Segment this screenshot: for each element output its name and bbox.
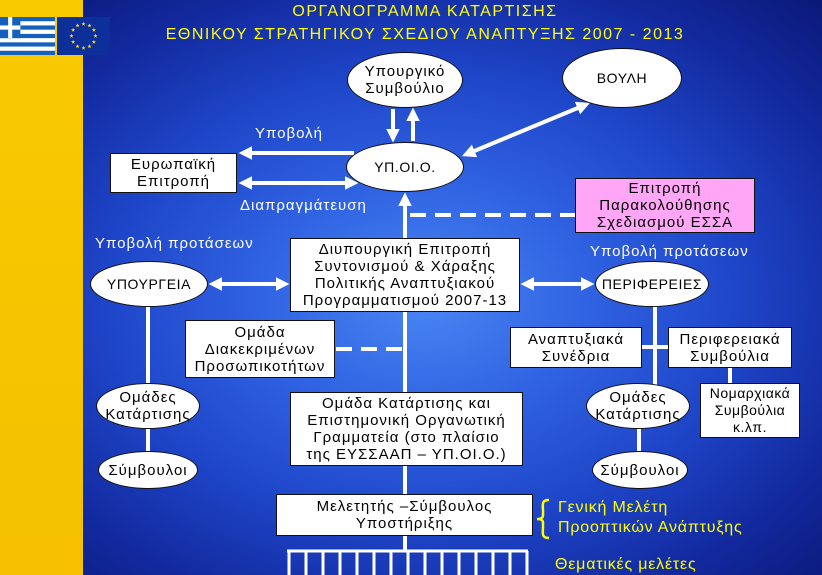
node-line: Κατάρτισης <box>595 406 681 423</box>
node-line: Συνέδρια <box>541 347 611 365</box>
node-line: Ομάδα <box>234 323 286 341</box>
node-line: Υποστήριξης <box>355 515 454 532</box>
monitoring-committee-node: Επιτροπή Παρακολούθησης Σχεδιασμού ΕΣΣΑ <box>575 178 755 233</box>
arrow-ministry-parliament <box>461 101 591 158</box>
node-line: Προγραμματισμού 2007-13 <box>302 292 508 309</box>
interministerial-committee-node: Διυπουργική Επιτροπή Συντονισμού & Χάραξ… <box>290 238 520 312</box>
thematic-studies-label: Θεματικές μελέτες <box>555 556 697 573</box>
node-line: της ΕΥΣΣΑΑΠ – ΥΠ.ΟΙ.Ο.) <box>306 446 507 463</box>
greek-flag-icon <box>0 17 55 55</box>
left-yellow-strip <box>0 0 83 575</box>
submission-label: Υποβολή <box>255 125 324 142</box>
node-line: Συμβούλιο <box>365 80 445 97</box>
proposals-right-label: Υποβολή προτάσεων <box>590 243 749 260</box>
node-line: Περιφερειακά <box>679 330 781 348</box>
node-line: Νομαρχιακά <box>709 385 791 401</box>
node-line: Επιστημονική Οργανωτική <box>307 412 506 429</box>
eu-commission-node: Ευρωπαϊκή Επιτροπή <box>110 153 237 193</box>
consultants-left-node: Σύμβουλοι <box>98 451 198 489</box>
cabinet-node: Υπουργικό Συμβούλιο <box>347 52 463 108</box>
node-line: Συμβούλια <box>690 347 770 365</box>
node-line: Σύμβουλοι <box>108 461 188 479</box>
ministries-node: ΥΠΟΥΡΓΕΙΑ <box>90 261 208 307</box>
distinguished-persons-node: Ομάδα Διακεκριμένων Προσωπικοτήτων <box>185 320 335 378</box>
prefectural-councils-node: Νομαρχιακά Συμβούλια κ.λπ. <box>700 383 800 438</box>
negotiation-label: Διαπραγμάτευση <box>240 197 367 214</box>
node-line: Αναπτυξιακά <box>527 330 625 348</box>
node-line: Πολιτικής Αναπτυξιακού <box>314 275 496 292</box>
node-line: Γραμματεία (στο πλαίσιο <box>313 429 500 446</box>
node-line: Επιτροπή <box>628 180 702 197</box>
title-line-1: ΟΡΓΑΝΟΓΡΑΜΜΑ ΚΑΤΑΡΤΙΣΗΣ <box>292 3 558 20</box>
node-line: Προσωπικοτήτων <box>194 357 326 375</box>
node-line: Ομάδα Κατάρτισης και <box>322 395 491 412</box>
node-line: Μελετητής –Σύμβουλος <box>316 498 493 515</box>
consultants-right-node: Σύμβουλοι <box>592 451 688 489</box>
node-line: Ομάδες <box>609 389 667 406</box>
node-line: κ.λπ. <box>733 419 767 435</box>
node-line: Συντονισμού & Χάραξης <box>314 258 496 275</box>
node-line: Συμβούλια <box>714 402 786 418</box>
researcher-consultant-node: Μελετητής –Σύμβουλος Υποστήριξης <box>276 494 533 536</box>
development-conferences-node: Αναπτυξιακά Συνέδρια <box>510 327 642 368</box>
slide-title: ΟΡΓΑΝΟΓΡΑΜΜΑ ΚΑΤΑΡΤΙΣΗΣ ΕΘΝΙΚΟΥ ΣΤΡΑΤΗΓΙ… <box>83 0 767 46</box>
node-line: Κατάρτισης <box>105 406 191 423</box>
regional-councils-node: Περιφερειακά Συμβούλια <box>668 327 792 368</box>
general-study-label-line2: Προοπτικών Ανάπτυξης <box>558 519 743 536</box>
node-line: Διακεκριμένων <box>204 340 316 358</box>
node-line: Σχεδιασμού ΕΣΣΑ <box>596 214 734 231</box>
parliament-node: ΒΟΥΛΗ <box>562 48 682 108</box>
regions-node: ΠΕΡΙΦΕΡΕΙΕΣ <box>595 261 709 307</box>
curly-brace-icon <box>536 498 550 540</box>
node-line: Επιτροπή <box>137 173 210 190</box>
general-study-label-line1: Γενική Μελέτη <box>558 499 669 516</box>
training-team-node: Ομάδα Κατάρτισης και Επιστημονική Οργανω… <box>290 392 523 466</box>
title-line-2: ΕΘΝΙΚΟΥ ΣΤΡΑΤΗΓΙΚΟΥ ΣΧΕΔΙΟΥ ΑΝΑΠΤΥΞΗΣ 20… <box>165 26 685 43</box>
proposals-left-label: Υποβολή προτάσεων <box>95 235 254 252</box>
node-line: Ευρωπαϊκή <box>130 156 217 173</box>
training-groups-right-node: Ομάδες Κατάρτισης <box>586 383 690 429</box>
eu-flag-icon <box>57 17 110 55</box>
node-line: Υπουργικό <box>364 63 446 80</box>
node-line: Διυπουργική Επιτροπή <box>318 241 492 258</box>
node-line: ΠΕΡΙΦΕΡΕΙΕΣ <box>601 275 703 292</box>
training-groups-left-node: Ομάδες Κατάρτισης <box>96 383 200 429</box>
node-line: Ομάδες <box>119 389 177 406</box>
node-line: ΥΠΟΥΡΓΕΙΑ <box>106 275 192 292</box>
node-line: Σύμβουλοι <box>600 461 680 479</box>
node-line: Παρακολούθησης <box>599 197 731 214</box>
ministry-node: ΥΠ.ΟΙ.Ο. <box>346 142 464 192</box>
node-line: ΒΟΥΛΗ <box>596 69 648 86</box>
node-line: ΥΠ.ΟΙ.Ο. <box>374 158 436 175</box>
thematic-studies-bar <box>287 549 529 575</box>
